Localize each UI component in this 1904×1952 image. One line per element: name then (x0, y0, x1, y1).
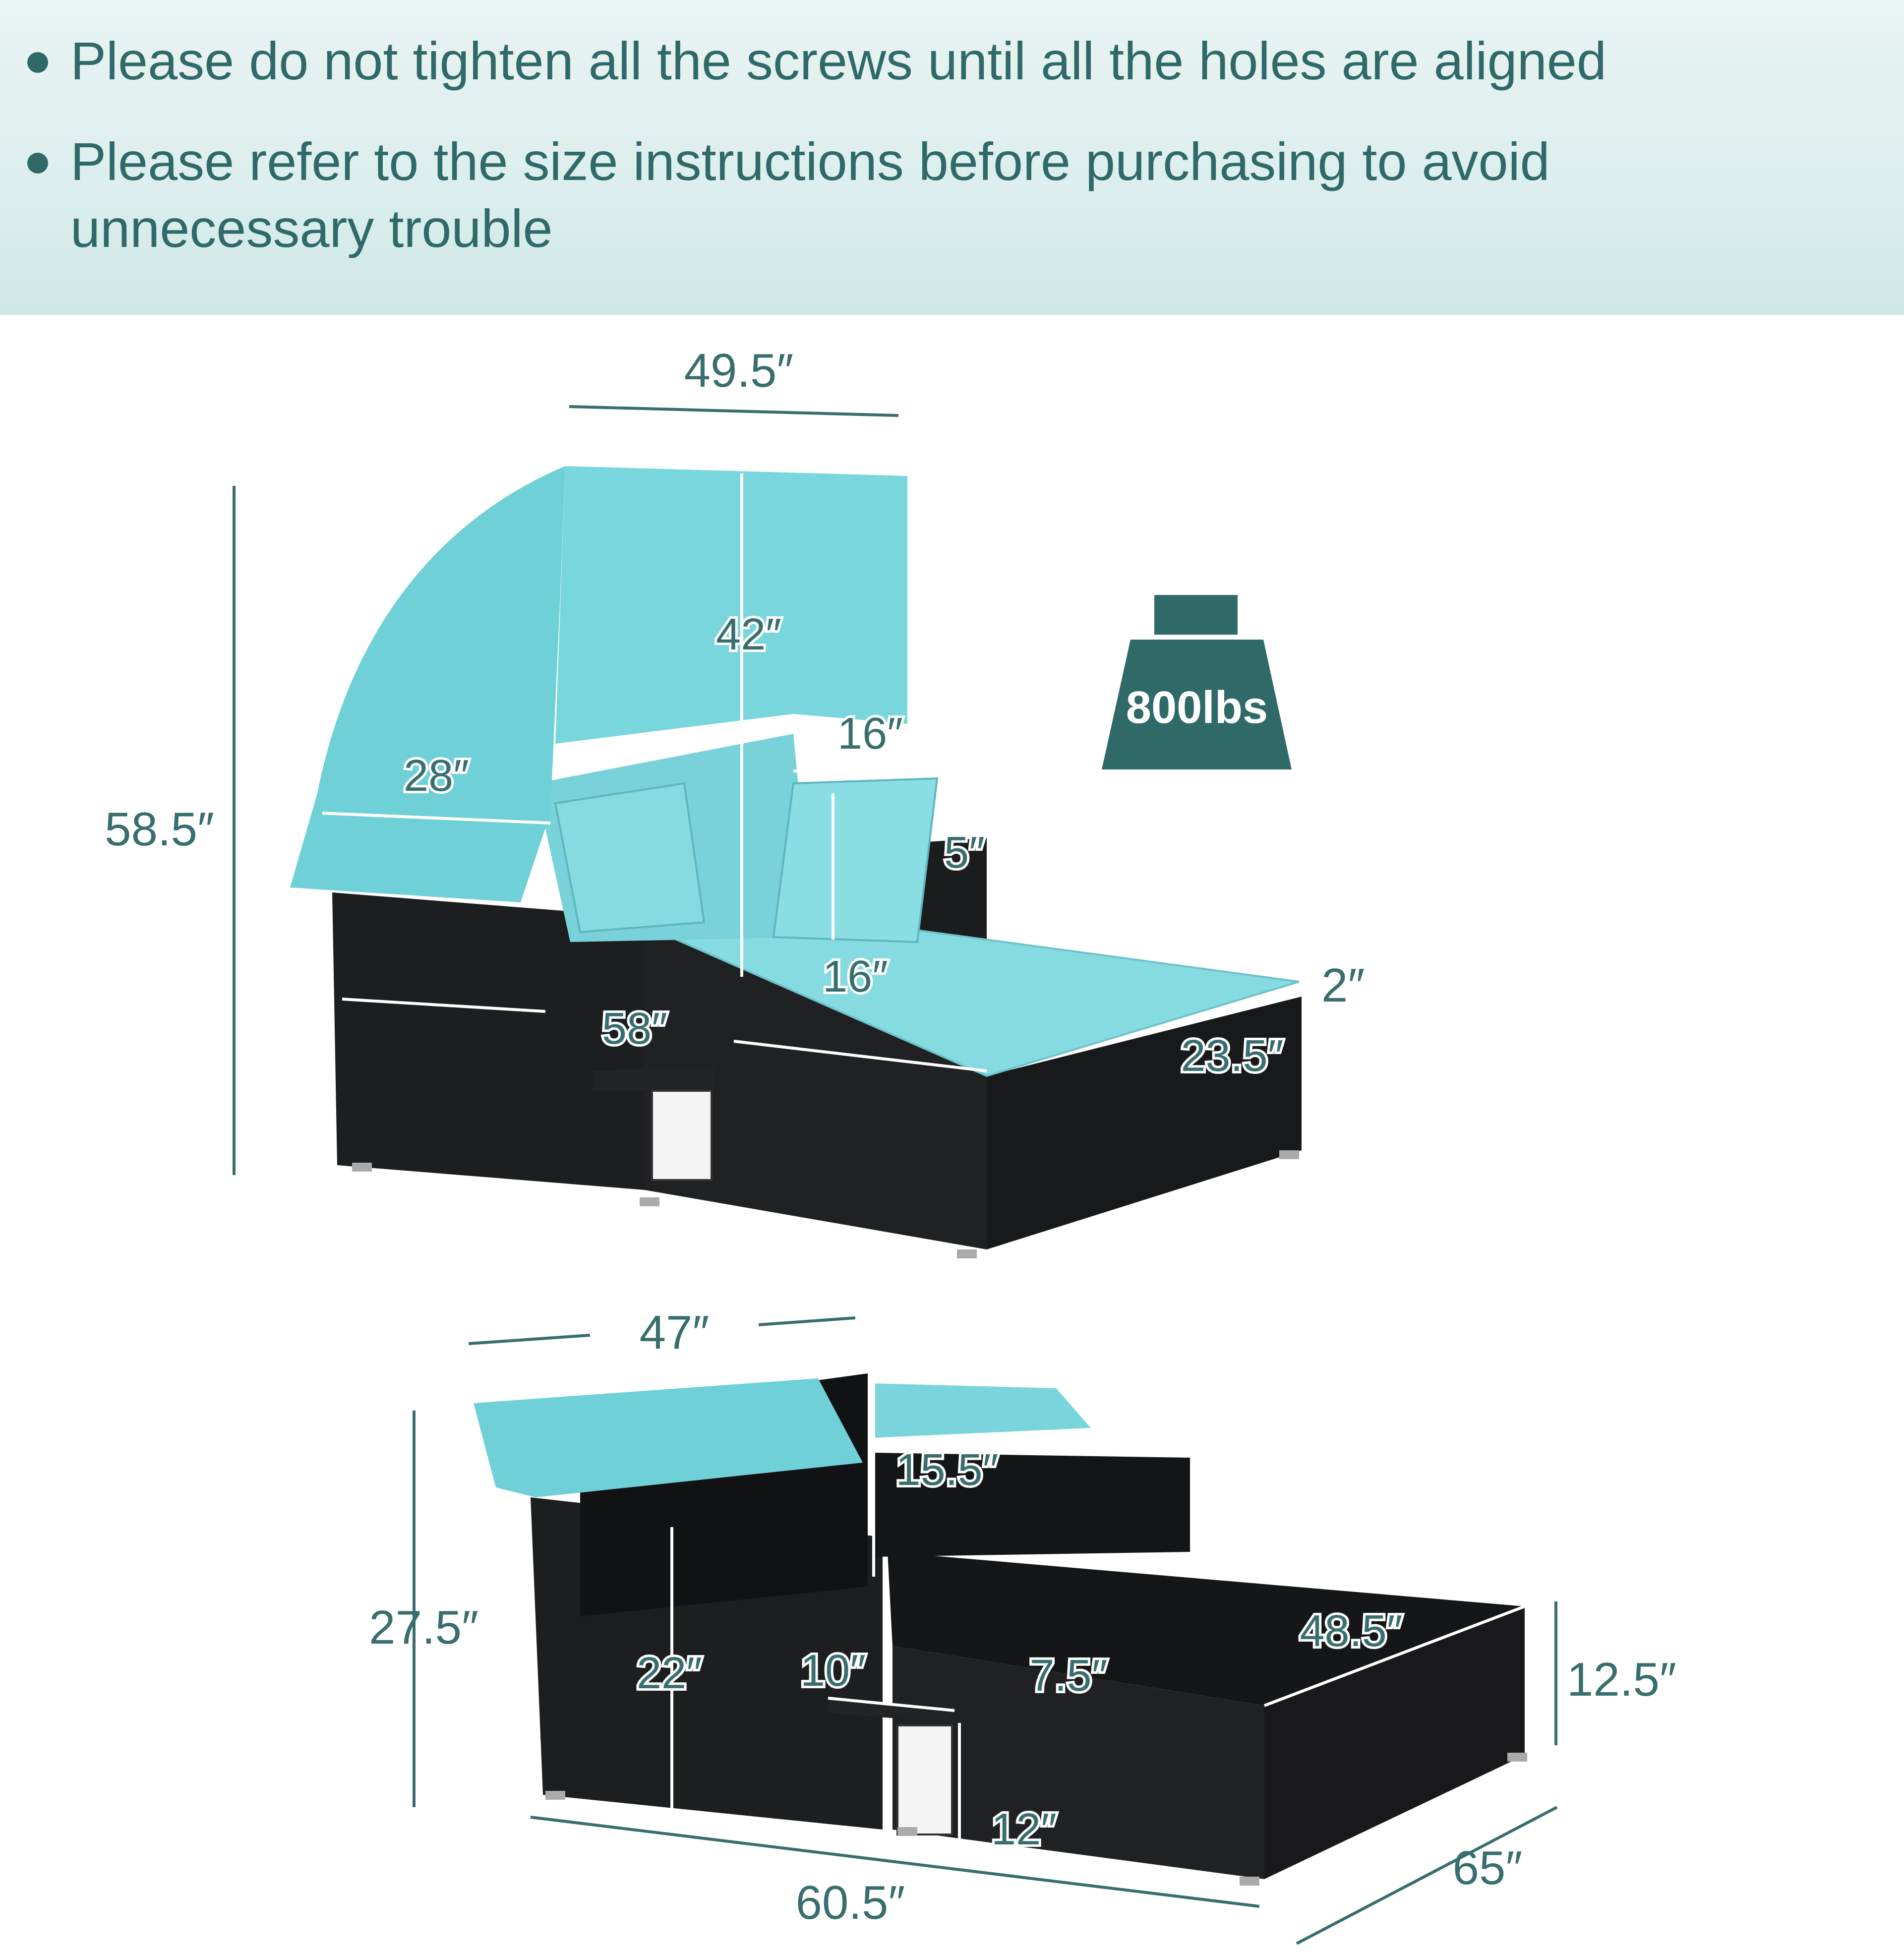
pillow-left (554, 782, 706, 934)
back-width-line-right (758, 1316, 856, 1326)
bottom-dimension-lines (413, 1316, 1558, 1945)
pillow-right (772, 777, 939, 944)
seat-platform (888, 1552, 1525, 1706)
seat-depth-line (342, 998, 546, 1013)
daybed-top-view (290, 466, 1302, 1258)
seat-width-line (733, 1040, 987, 1072)
dimension-pillow-thickness: 5″ (944, 828, 985, 878)
foot (545, 1791, 565, 1800)
frame-front (892, 1646, 1264, 1879)
note-text: Please refer to the size instructions be… (70, 131, 1550, 258)
foot (1240, 1877, 1259, 1886)
canopy-depth-line (322, 812, 551, 825)
weight-capacity: 800lbs (1126, 682, 1268, 733)
bullet-dot (27, 52, 48, 73)
seat-width-line (1263, 1605, 1526, 1707)
dimension-tray-width: 10″ (800, 1646, 866, 1696)
inner-dimension-lines (322, 473, 987, 1072)
dimension-seat-height: 12.5″ (1567, 1653, 1676, 1706)
dimension-tray-height: 12″ (991, 1805, 1057, 1854)
dimension-depth: 65″ (1453, 1841, 1523, 1894)
canopy-top (555, 466, 907, 744)
dimension-arm-height: 22″ (637, 1649, 702, 1698)
width-line (569, 405, 899, 417)
depth-line (1296, 1806, 1558, 1945)
foot (1507, 1753, 1527, 1762)
foot (897, 1827, 917, 1836)
weight-body (1102, 640, 1292, 769)
daybed-bottom-view (474, 1373, 1527, 1886)
dimension-canopy-height: 42″ (716, 610, 781, 659)
side-tray (828, 1698, 954, 1723)
tray-width-line (828, 1697, 955, 1712)
bullet-dot (27, 153, 48, 174)
instruction-banner: Please do not tighten all the screws unt… (0, 0, 1904, 315)
back-panel-right (912, 838, 987, 947)
canopy-side (290, 466, 565, 902)
back-width-line-left (468, 1334, 591, 1345)
dimension-length: 60.5″ (796, 1876, 905, 1929)
weight-handle (1154, 595, 1238, 635)
dimension-seat-width: 48.5″ (1300, 1606, 1402, 1656)
length-line (530, 1816, 1260, 1908)
foot (640, 1197, 659, 1206)
canopy-folded-left (474, 1378, 863, 1497)
dimension-back-width: 47″ (640, 1306, 710, 1359)
foot (1279, 1150, 1299, 1159)
weight-icon: 800lbs (1102, 595, 1292, 769)
dimension-side-depth: 23.5″ (1181, 1031, 1283, 1081)
frame-front (645, 917, 987, 1249)
bottom-inner-dimension-lines (670, 1378, 1526, 1849)
dimension-pillow-height: 16″ (823, 952, 888, 1002)
note-screws: Please do not tighten all the screws unt… (27, 27, 1756, 94)
dimension-tray-depth: 7.5″ (1030, 1651, 1108, 1701)
dimension-canopy-depth: 28″ (404, 751, 469, 801)
tray-opening (651, 1090, 713, 1181)
dimension-back-height: 15.5″ (895, 1445, 998, 1495)
note-text: Please do not tighten all the screws unt… (70, 31, 1606, 91)
dimension-seat-depth: 58″ (602, 1004, 667, 1054)
dimension-cushion-thickness: 2″ (1321, 959, 1365, 1012)
frame-right (1264, 1606, 1525, 1879)
back-panel-right (873, 1453, 1190, 1557)
foot (352, 1163, 372, 1172)
canopy-folded-right (873, 1383, 1091, 1438)
dimension-height: 58.5″ (105, 803, 214, 856)
frame-right (987, 997, 1302, 1249)
dimension-pillow-width: 16″ (837, 709, 903, 759)
foot (957, 1249, 977, 1258)
dimension-width: 49.5″ (684, 344, 794, 397)
pillow-width-line (793, 769, 933, 775)
top-dimension-lines (233, 405, 899, 1175)
tray-opening (896, 1724, 953, 1835)
note-size: Please refer to the size instructions be… (27, 128, 1756, 262)
dimension-total-height: 27.5″ (369, 1601, 478, 1654)
frame-left-block (332, 892, 645, 1190)
side-tray (593, 1066, 714, 1091)
